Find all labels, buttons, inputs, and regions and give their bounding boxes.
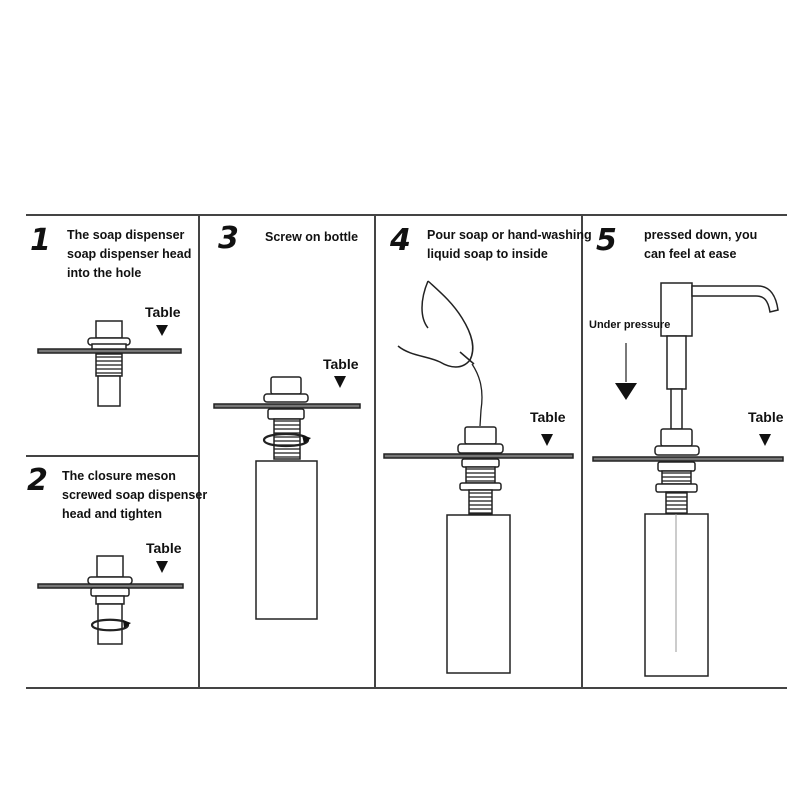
step3-caption-line: Screw on bottle (265, 230, 359, 244)
step2-number: 2 (27, 463, 48, 498)
step1-caption: The soap dispenser soap dispenser head i… (67, 226, 191, 283)
step4-number: 4 (390, 223, 411, 258)
step3-dispenser-cap (270, 376, 302, 395)
step1-dispenser-cap (95, 320, 123, 339)
step4-table-surface (383, 453, 574, 459)
step1-threaded-shank (95, 353, 123, 377)
step4-caption-line: liquid soap to inside (427, 247, 548, 261)
step4-bottle (446, 514, 511, 674)
step2-caption-line: head and tighten (62, 507, 162, 521)
step4-caption: Pour soap or hand-washing liquid soap to… (427, 226, 592, 264)
step2-table-label: Table (146, 540, 182, 556)
step4-arrow-down-icon (541, 434, 553, 446)
step4-soap-stream (471, 363, 483, 427)
step2-caption-line: screwed soap dispenser (62, 488, 208, 502)
step2-caption-line: The closure meson (62, 469, 176, 483)
step5-pump-stem (670, 388, 683, 430)
step3-caption: Screw on bottle (265, 228, 358, 247)
step5-table-surface (592, 456, 784, 462)
step5-arrow-down-icon (759, 434, 771, 446)
step3-bottle (255, 460, 318, 620)
step5-table-label: Table (748, 409, 784, 425)
panel-frame (26, 214, 787, 689)
step5-spout (691, 285, 779, 313)
step5-illustration (592, 282, 784, 677)
step5-pressure-arrow-icon (615, 383, 637, 400)
step2-closure-nut (90, 587, 130, 597)
step1-table-label: Table (145, 304, 181, 320)
step1-caption-line: soap dispenser head (67, 247, 192, 261)
step4-dispenser-cap (464, 426, 497, 445)
step5-caption: pressed down, you can feel at ease (644, 226, 757, 264)
step3-table-surface (213, 403, 361, 409)
step4-table-label: Table (530, 409, 566, 425)
step2-dispenser-cap (96, 555, 124, 578)
step1-illustration (37, 320, 182, 407)
step2-caption: The closure meson screwed soap dispenser… (62, 467, 207, 524)
step5-number: 5 (596, 223, 617, 258)
step3-table-label: Table (323, 356, 359, 372)
step2-illustration (37, 555, 184, 645)
step5-caption-line: can feel at ease (644, 247, 737, 261)
step4-caption-line: Pour soap or hand-washing (427, 228, 592, 242)
step3-arrow-down-icon (334, 376, 346, 388)
step1-caption-line: The soap dispenser (67, 228, 185, 242)
step5-caption-line: pressed down, you (644, 228, 758, 242)
step1-caption-line: into the hole (67, 266, 142, 280)
step5-pressure-label: Under pressure (589, 319, 671, 331)
step1-number: 1 (30, 223, 51, 258)
step1-arrow-down-icon (156, 325, 168, 336)
step3-number: 3 (218, 221, 239, 256)
step4-illustration (383, 280, 574, 674)
step2-arrow-down-icon (156, 561, 168, 573)
step3-illustration (213, 376, 361, 620)
step5-dispenser-cap (660, 428, 693, 447)
